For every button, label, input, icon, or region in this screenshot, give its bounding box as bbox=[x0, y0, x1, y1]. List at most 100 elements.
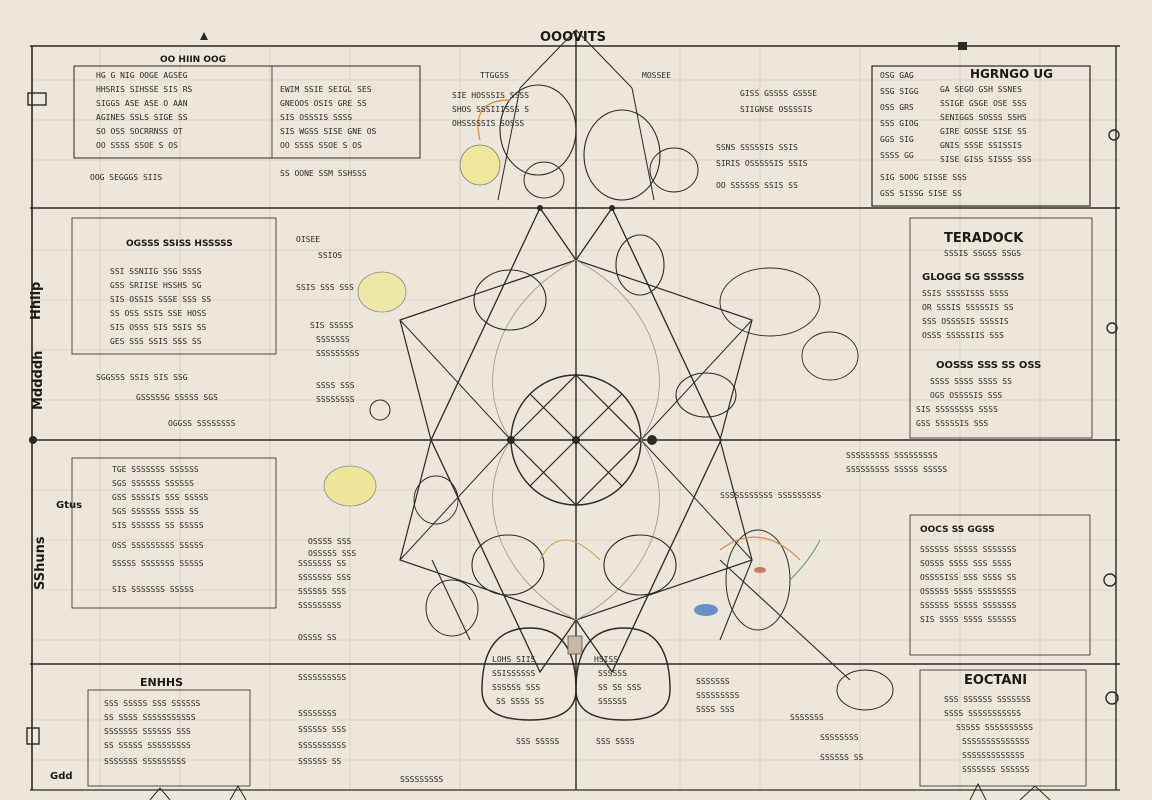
web-spokes bbox=[399, 319, 753, 561]
fcl-note-5: SSSSSS SS bbox=[298, 757, 342, 766]
lobe-top-right bbox=[583, 109, 661, 201]
marker-top-2 bbox=[958, 42, 967, 50]
bottom-right-line-4: OSSSSS SSSS SSSSSSSS bbox=[920, 587, 1017, 596]
fcl-note-3: SSSSSS SSS bbox=[298, 725, 346, 734]
bottom-left-line-5: SIS SSSSSS SS SSSSS bbox=[112, 521, 204, 530]
gold-stroke-low bbox=[539, 539, 601, 561]
top-right-box-line-3: SENIGGS SOSSS SSHS bbox=[940, 113, 1027, 122]
bcl-note-2: OSSSSS SSS bbox=[308, 549, 356, 558]
node-west bbox=[507, 436, 515, 444]
pod-right-line-2: SSSSSS bbox=[598, 669, 627, 678]
marker-right-1 bbox=[1108, 129, 1120, 141]
mid-right-text: TERADOCK SSSIS SSGSS SSGS GLOGG SG SSSSS… bbox=[916, 231, 1041, 428]
left-label-3: SShuns bbox=[33, 536, 48, 590]
pod-left-line-2: SSISSSSSS bbox=[492, 669, 536, 678]
top-left-b-line-5: OO SSSS SSOE S OS bbox=[280, 141, 362, 150]
bottom-left-line-2: SGS SSSSSS SSSSSS bbox=[112, 479, 194, 488]
top-right-box-col-4: SSS GIOG bbox=[880, 119, 919, 128]
mcl-note-7: SSSS SSS bbox=[316, 381, 355, 390]
bcl-note-1: OSSSS SSS bbox=[308, 537, 352, 546]
lobe-low-far-left bbox=[425, 579, 479, 637]
pod-left-line-5: SSS SSSSS bbox=[516, 737, 560, 746]
top-right-box-col-5: GGS SIG bbox=[880, 135, 914, 144]
footer-right-line-6: SSSSSSS SSSSSS bbox=[962, 765, 1030, 774]
pod-right-text: HSISS SSSSSS SS SS SSS SSSSSS SSS SSSS bbox=[594, 655, 642, 746]
box-footer-left bbox=[87, 689, 251, 787]
footer-center-right-notes: SSSSSSS SSSSSSSSS SSSS SSS SSSSSSS SSSSS… bbox=[696, 677, 864, 762]
bottom-right-line-1: SSSSSS SSSSS SSSSSSS bbox=[920, 545, 1017, 554]
node-north-left bbox=[537, 205, 543, 211]
left-label-5: Gdd bbox=[50, 771, 73, 782]
small-ring-left bbox=[369, 399, 391, 421]
top-left-foot-1: OOG SEGGGS SIIS bbox=[90, 173, 162, 182]
mid-left-line-1: SSI SSNIIG SSG SSSS bbox=[110, 267, 202, 276]
top-center-note-3: SHOS SSSIIISSS S bbox=[452, 105, 529, 114]
node-center bbox=[572, 436, 580, 444]
mid-left-line-3: SIS OSSIS SSSE SSS SS bbox=[110, 295, 211, 304]
fcr-note-6: SSSSSS SS bbox=[820, 753, 864, 762]
top-right-note-3: SIIGNSE OSSSSIS bbox=[740, 105, 812, 114]
lobe-small-1 bbox=[523, 161, 565, 199]
box-mid-left bbox=[71, 217, 277, 355]
bcl-note-4: SSSSSSS SSS bbox=[298, 573, 351, 582]
mid-left-foot-3: OGGSS SSSSSSSS bbox=[168, 419, 236, 428]
marker-right-2 bbox=[1106, 322, 1118, 334]
top-right-box-col-2: SSG SIGG bbox=[880, 87, 919, 96]
top-left-foot-2: SS OONE SSM SSHSSS bbox=[280, 169, 367, 178]
left-label-2: Mddddh bbox=[31, 351, 46, 410]
lower-lobes bbox=[323, 465, 821, 637]
top-right-note-4: SSNS SSSSSIS SSIS bbox=[716, 143, 798, 152]
left-label-1: Hhllp bbox=[29, 282, 44, 320]
bottom-left-line-3: GSS SSSSIS SSS SSSSS bbox=[112, 493, 209, 502]
box-mid-right bbox=[909, 217, 1093, 439]
mid-right-line-2: OR SSSIS SSSSSIS SS bbox=[922, 303, 1014, 312]
top-left-line-3: SIGGS ASE ASE O AAN bbox=[96, 99, 188, 108]
footer-left-line-5: SSSSSSS SSSSSSSSS bbox=[104, 757, 186, 766]
top-right-box-line-1: GA SEGO GSH SSNES bbox=[940, 85, 1022, 94]
bottom-center-left-notes: OSSSS SSS OSSSSS SSS SSSSSSS SS SSSSSSS … bbox=[298, 537, 356, 642]
footer-left-line-3: SSSSSSS SSSSSS SSS bbox=[104, 727, 191, 736]
mid-right-heading-2: GLOGG SG SSSSSS bbox=[922, 272, 1024, 283]
top-right-box-line-5: GNIS SSSE SSISSIS bbox=[940, 141, 1022, 150]
upper-lobes bbox=[357, 84, 859, 421]
lobe-low-right bbox=[603, 534, 677, 596]
fcl-note-1: SSSSSSSSSS bbox=[298, 673, 346, 682]
box-top-right bbox=[871, 65, 1091, 207]
footer-left-line-1: SSS SSSSS SSS SSSSSS bbox=[104, 699, 201, 708]
bottom-left-line-6: OSS SSSSSSSSS SSSSS bbox=[112, 541, 204, 550]
top-right-box-line-4: GIRE GOSSE SISE SS bbox=[940, 127, 1027, 136]
mid-left-line-6: GES SSS SSIS SSS SS bbox=[110, 337, 202, 346]
fcl-note-6: SSSSSSSSS bbox=[400, 775, 444, 784]
mcl-note-1: OISEE bbox=[296, 235, 320, 244]
top-right-note-1: MOSSEE bbox=[642, 71, 671, 80]
box-footer-right bbox=[919, 669, 1087, 787]
lobe-small-2 bbox=[649, 147, 699, 193]
footer-left-text: ENHHS SSS SSSSS SSS SSSSSS SS SSSS SSSSS… bbox=[104, 676, 201, 766]
box-top-left bbox=[73, 65, 421, 159]
marker-left-3 bbox=[26, 727, 40, 745]
footer-right-line-5: SSSSSSSSSSSSS bbox=[962, 751, 1025, 760]
top-right-box-line-6: SISE GISS SISSS SSS bbox=[940, 155, 1032, 164]
green-stroke-low bbox=[789, 539, 821, 581]
top-right-box-title: HGRNGO UG bbox=[970, 67, 1053, 81]
marker-left-2 bbox=[29, 436, 37, 444]
footer-center-left-notes: SSSSSSSSSS SSSSSSSS SSSSSS SSS SSSSSSSSS… bbox=[298, 673, 444, 784]
pod-right-line-4: SSSSSS bbox=[598, 697, 627, 706]
top-left-b-line-2: GNEOOS OSIS GRE SS bbox=[280, 99, 367, 108]
footer-right-title: EOCTANI bbox=[964, 673, 1027, 688]
bottom-decoration bbox=[149, 782, 1051, 800]
top-right-note-6: OO SSSSSS SSIS SS bbox=[716, 181, 798, 190]
lobe-east-big bbox=[719, 267, 821, 337]
footer-right-line-1: SSS SSSSSS SSSSSSS bbox=[944, 695, 1031, 704]
bottom-right-line-2: SOSSS SSSS SSS SSSS bbox=[920, 559, 1012, 568]
border-markers bbox=[26, 32, 1120, 745]
pod-far-right bbox=[836, 669, 894, 711]
top-left-line-4: AGINES SSLS SIGE SS bbox=[96, 113, 188, 122]
lobe-top-left bbox=[499, 84, 577, 176]
pod-left-line-1: LOHS SIIS bbox=[492, 655, 536, 664]
fcr-note-1: SSSSSSS bbox=[696, 677, 730, 686]
top-right-box-line-7: SIG SOOG SISSE SSS bbox=[880, 173, 967, 182]
orange-stroke-top bbox=[477, 99, 511, 141]
marker-right-3 bbox=[1103, 573, 1117, 587]
outer-web bbox=[430, 206, 722, 674]
